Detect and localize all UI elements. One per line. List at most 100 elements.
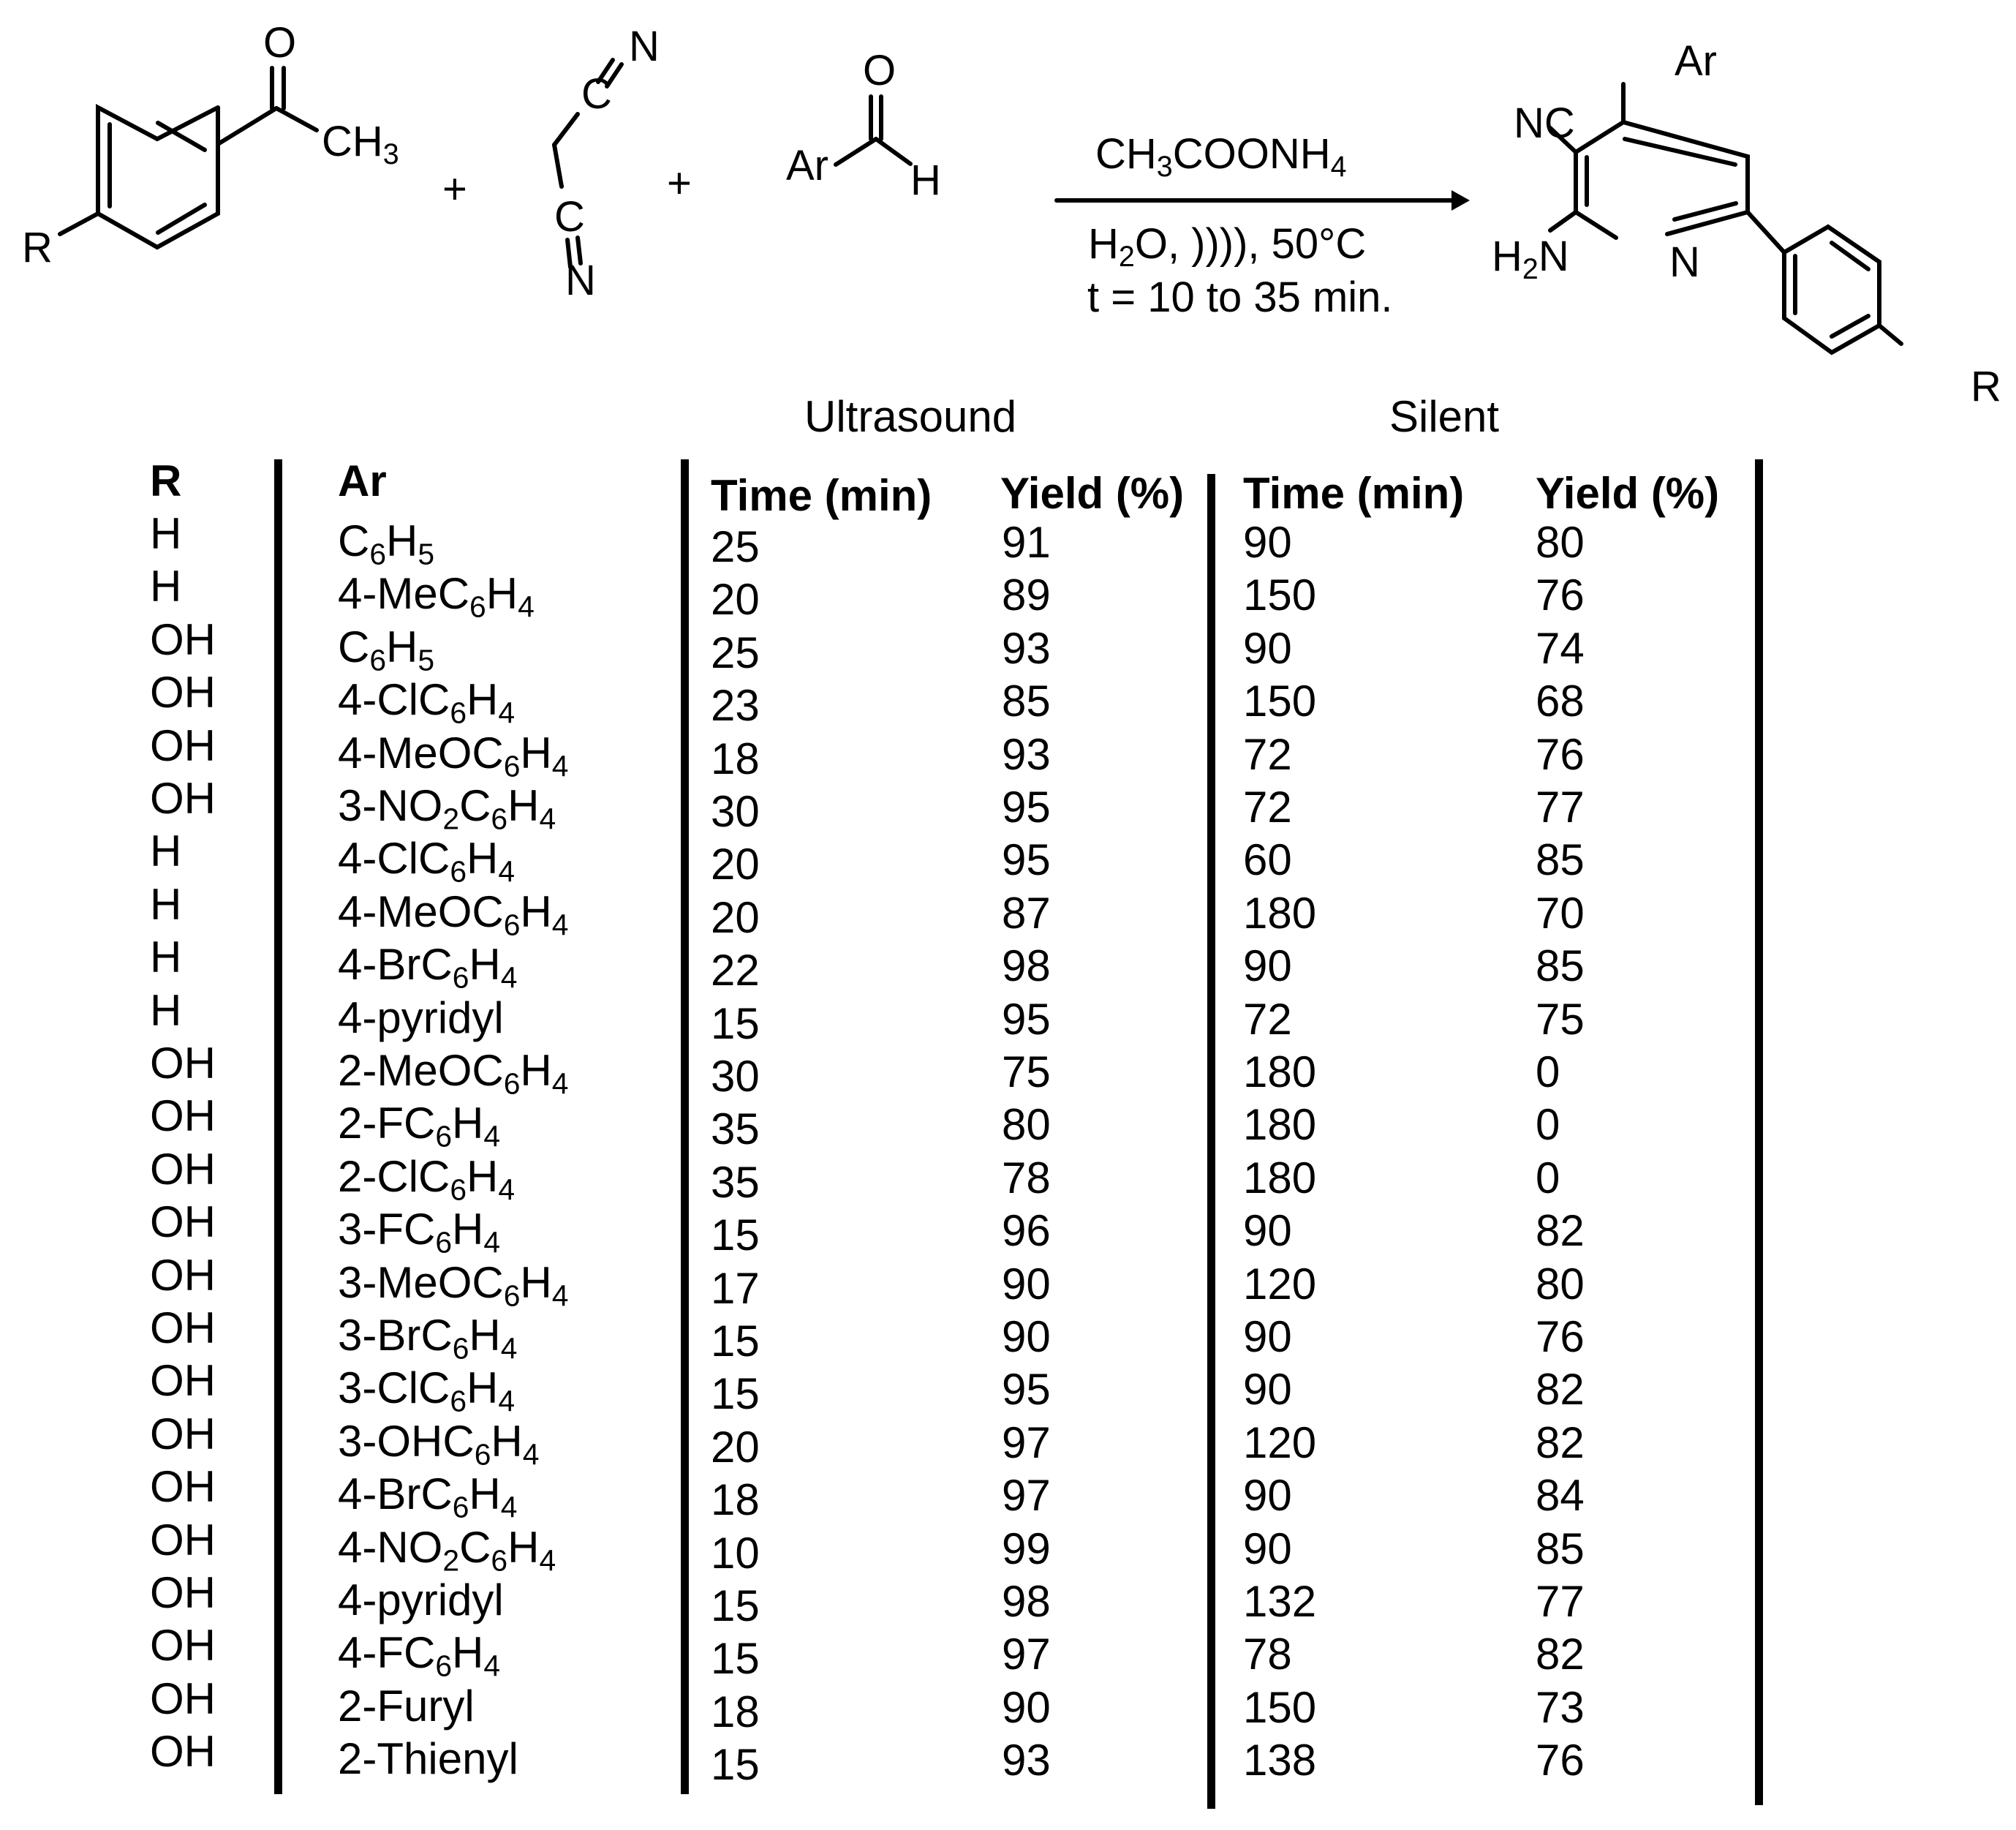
label-nitrile-c2: C (554, 193, 585, 241)
cell-ar: 4-FC6H4 (338, 1628, 501, 1683)
label-methyl: CH3 (322, 118, 399, 171)
cell-r: OH (150, 1039, 216, 1088)
cell-si-yield: 85 (1536, 941, 1585, 991)
cell-si-time: 120 (1243, 1417, 1317, 1467)
cell-si-time: 150 (1243, 571, 1317, 620)
cell-r: OH (150, 1515, 216, 1564)
cell-us-time: 20 (711, 575, 760, 625)
cell-si-time: 72 (1243, 729, 1292, 779)
label-acetophenone-o: O (263, 19, 297, 67)
cell-si-time: 150 (1243, 1682, 1317, 1732)
table-divider-4 (1755, 459, 1763, 1805)
cell-us-yield: 93 (1002, 729, 1051, 779)
cell-si-yield: 80 (1536, 1259, 1585, 1309)
cell-us-time: 30 (711, 1052, 760, 1101)
cell-si-time: 150 (1243, 677, 1317, 726)
label-nitrile-n1: N (629, 23, 660, 70)
cell-ar: 3-NO2C6H4 (338, 781, 556, 836)
cell-us-time: 15 (711, 1369, 760, 1419)
label-aldehyde-ar: Ar (786, 142, 828, 189)
cell-r: OH (150, 1250, 216, 1300)
cell-us-yield: 93 (1002, 623, 1051, 673)
cell-si-time: 72 (1243, 783, 1292, 832)
cell-ar: 2-ClC6H4 (338, 1151, 516, 1207)
product-ring (1548, 82, 1903, 355)
cell-us-yield: 95 (1002, 783, 1051, 832)
cell-r: H (150, 879, 182, 929)
cell-si-yield: 0 (1536, 1153, 1560, 1202)
cell-si-time: 90 (1243, 623, 1292, 673)
cell-r: OH (150, 1091, 216, 1141)
cell-si-time: 90 (1243, 518, 1292, 567)
cell-si-yield: 82 (1536, 1365, 1585, 1415)
cell-si-yield: 77 (1536, 1577, 1585, 1626)
label-product-ring-n: N (1669, 238, 1700, 286)
cell-ar: 3-OHC6H4 (338, 1416, 540, 1472)
cell-si-yield: 82 (1536, 1417, 1585, 1467)
label-acetophenone-r: R (22, 224, 53, 271)
cell-si-yield: 77 (1536, 783, 1585, 832)
aldehyde-bonds (834, 94, 913, 167)
table-divider-1 (274, 459, 282, 1794)
cell-ar: 3-BrC6H4 (338, 1311, 518, 1366)
cell-si-yield: 76 (1536, 571, 1585, 620)
cell-r: OH (150, 774, 216, 823)
cell-us-time: 20 (711, 840, 760, 889)
cell-us-time: 15 (711, 1210, 760, 1260)
group-header-ultrasound: Ultrasound (804, 392, 1017, 441)
cell-us-time: 17 (711, 1263, 760, 1313)
cell-si-time: 90 (1243, 941, 1292, 991)
cell-si-yield: 0 (1536, 1100, 1560, 1150)
label-aldehyde-h: H (910, 157, 941, 204)
cell-r: H (150, 509, 182, 558)
cell-si-time: 78 (1243, 1630, 1292, 1679)
cell-r: H (150, 826, 182, 876)
cell-us-time: 15 (711, 1740, 760, 1790)
cell-us-yield: 99 (1002, 1524, 1051, 1573)
cell-us-time: 35 (711, 1157, 760, 1207)
cell-r: H (150, 562, 182, 611)
cell-ar: 4-BrC6H4 (338, 940, 518, 995)
cell-us-time: 22 (711, 946, 760, 995)
cell-us-yield: 95 (1002, 994, 1051, 1044)
cell-us-yield: 93 (1002, 1736, 1051, 1785)
cell-r: OH (150, 1462, 216, 1512)
cell-si-time: 90 (1243, 1524, 1292, 1573)
group-header-silent: Silent (1389, 392, 1500, 441)
cell-si-yield: 80 (1536, 518, 1585, 567)
cell-ar: 4-BrC6H4 (338, 1469, 518, 1524)
condition-solvent-temp: H2O, )))), 50°C (1088, 220, 1367, 274)
cell-si-time: 90 (1243, 1206, 1292, 1256)
cell-us-yield: 97 (1002, 1630, 1051, 1679)
cell-r: OH (150, 1673, 216, 1723)
plus-sign-2: + (667, 159, 692, 207)
label-product-r: R (1971, 363, 2001, 410)
label-product-ar: Ar (1675, 37, 1717, 85)
cell-si-yield: 82 (1536, 1206, 1585, 1256)
label-aldehyde-o: O (863, 47, 896, 94)
cell-us-yield: 98 (1002, 941, 1051, 991)
reaction-arrow-head (1451, 190, 1470, 211)
cell-us-time: 20 (711, 892, 760, 942)
cell-r: OH (150, 1727, 216, 1777)
cell-si-time: 120 (1243, 1259, 1317, 1309)
cell-us-time: 30 (711, 787, 760, 836)
cell-si-yield: 84 (1536, 1471, 1585, 1521)
cell-us-yield: 90 (1002, 1312, 1051, 1361)
cell-us-time: 20 (711, 1422, 760, 1472)
cell-us-time: 15 (711, 1634, 760, 1684)
cell-ar: C6H5 (338, 622, 435, 677)
cell-ar: 4-pyridyl (338, 1575, 504, 1624)
cell-us-time: 25 (711, 522, 760, 571)
cell-us-time: 10 (711, 1528, 760, 1578)
cell-si-time: 180 (1243, 1047, 1317, 1096)
cell-ar: 2-MeOC6H4 (338, 1046, 569, 1101)
cell-ar: 4-pyridyl (338, 993, 504, 1042)
malononitrile-bonds (552, 58, 624, 269)
cell-r: OH (150, 1303, 216, 1352)
cell-us-yield: 80 (1002, 1100, 1051, 1150)
cell-us-yield: 95 (1002, 1365, 1051, 1415)
cell-us-yield: 98 (1002, 1577, 1051, 1626)
cell-ar: 4-MeOC6H4 (338, 728, 569, 783)
cell-ar: 4-NO2C6H4 (338, 1522, 556, 1578)
